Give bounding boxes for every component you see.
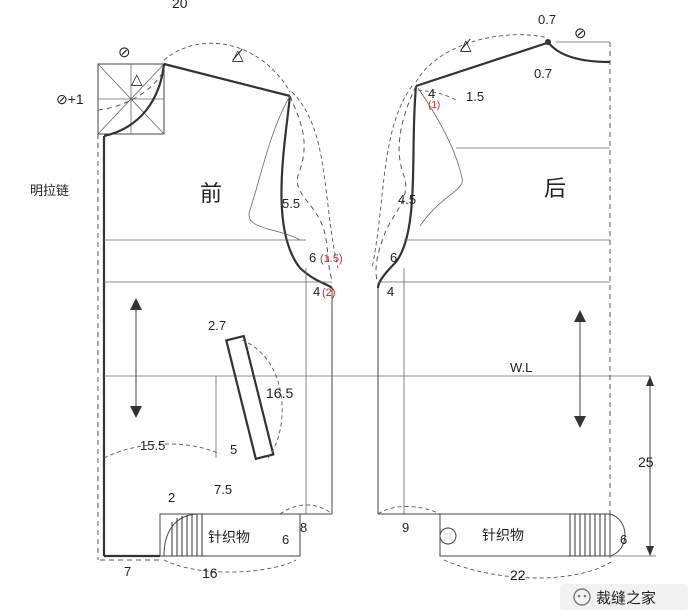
watermark: 裁缝之家 [560, 584, 688, 610]
front-knit-label: 针织物 [208, 530, 250, 546]
front-armhole-width: 5.5 [282, 196, 300, 211]
back-neck-symbol: ⊘ [574, 25, 587, 42]
back-neck-dim-top: 0.7 [538, 12, 556, 27]
back-armhole-width: 4.5 [398, 192, 416, 207]
front-panel-label: 前 [200, 182, 222, 207]
front-neck-triangle: △ [131, 71, 143, 88]
back-rib-height: 6 [620, 532, 627, 547]
back-shoulder-line [415, 40, 551, 88]
front-shoulder-line [163, 62, 291, 98]
front-pocket-hem-dist: 15.5 [140, 438, 165, 453]
front-hem-dim-75: 7.5 [214, 482, 232, 497]
front-hem-dim-2: 2 [168, 490, 175, 505]
back-shoulder-dim: 1.5 [466, 89, 484, 104]
front-rib-length: 16 [202, 565, 218, 581]
back-panel: 后 0.7 0.7 ⊘ △̸ 4 (1) 1.5 4.5 6 4 W.L 25 … [371, 12, 656, 583]
front-armhole-depth-a-alt: (1.5) [320, 253, 343, 265]
back-grain-arrow [574, 310, 586, 428]
front-grain-arrow [130, 298, 142, 418]
front-pocket [103, 334, 283, 461]
back-armhole-depth-b: 4 [387, 284, 394, 299]
front-pocket-offset: 5 [230, 442, 237, 457]
front-armhole-depth-b: 4 [313, 284, 320, 299]
back-armhole [376, 85, 418, 289]
back-shoulder-symbol: △̸ [460, 37, 472, 54]
front-armhole-depth-a: 6 [309, 250, 316, 265]
front-hem-left: 7 [124, 564, 131, 579]
back-panel-label: 后 [544, 177, 566, 202]
back-knit-label: 针织物 [482, 528, 524, 544]
back-armhole-depth-a: 6 [390, 250, 397, 265]
back-waist-to-hem: 25 [638, 454, 654, 470]
back-rib-length: 22 [510, 567, 526, 583]
front-pocket-width: 2.7 [208, 318, 226, 333]
front-rib-band [159, 504, 333, 573]
front-neck-symbol-plus: ⊘+1 [56, 91, 84, 107]
front-armhole [280, 95, 333, 289]
front-side-hem: 8 [300, 520, 307, 535]
back-neck-dim-bottom: 0.7 [534, 66, 552, 81]
back-shoulder-drop: 4 [428, 86, 435, 101]
front-pocket-length: 16.5 [266, 385, 293, 401]
waist-line-label: W.L [510, 360, 532, 375]
back-side-hem: 9 [402, 520, 409, 535]
front-neck-symbol-1: ⊘ [118, 44, 131, 61]
front-zipper-label: 明拉链 [30, 184, 69, 199]
front-neckline [103, 63, 166, 138]
front-rib-height: 6 [282, 532, 289, 547]
front-armhole-depth-b-alt: (2) [322, 287, 335, 299]
front-shoulder-symbol: △̸ [232, 47, 244, 64]
watermark-text: 裁缝之家 [596, 589, 656, 607]
back-rib-band [439, 513, 626, 579]
top-number: 20 [172, 0, 188, 11]
front-panel: 前 明拉链 ⊘ ⊘+1 △ △̸ 5.5 6 (1.5) 4 (2) 2.7 1… [30, 42, 650, 581]
back-neckline [547, 41, 611, 64]
back-shoulder-drop-alt: (1) [428, 100, 440, 111]
